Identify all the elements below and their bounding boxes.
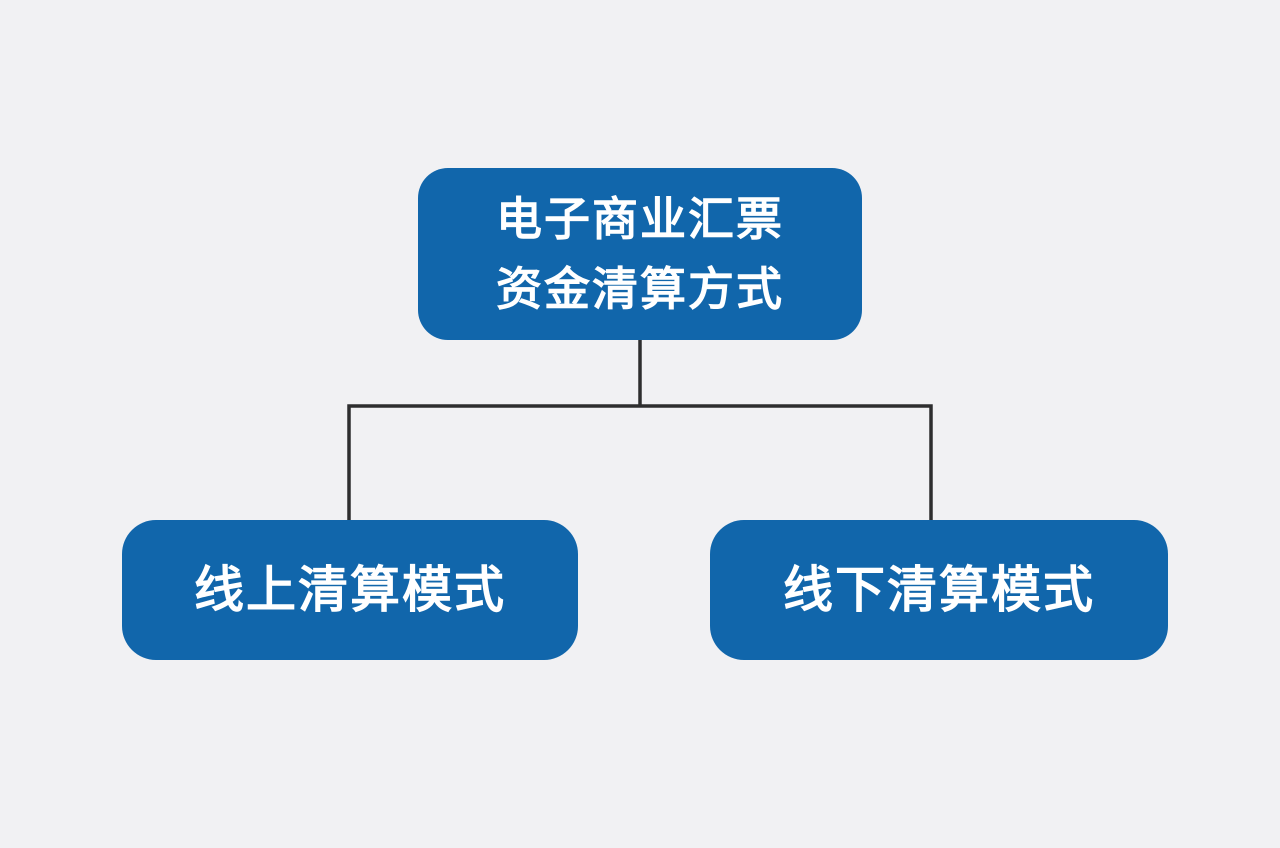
root-node: 电子商业汇票 资金清算方式 xyxy=(418,168,862,340)
connector-branches xyxy=(347,404,933,522)
child-node-offline: 线下清算模式 xyxy=(710,520,1168,660)
child-node-online: 线上清算模式 xyxy=(122,520,578,660)
child-node-offline-label: 线下清算模式 xyxy=(783,562,1095,618)
child-node-online-label: 线上清算模式 xyxy=(194,562,506,618)
root-node-label-line1: 电子商业汇票 xyxy=(496,193,784,245)
root-node-label-line2: 资金清算方式 xyxy=(496,263,784,315)
